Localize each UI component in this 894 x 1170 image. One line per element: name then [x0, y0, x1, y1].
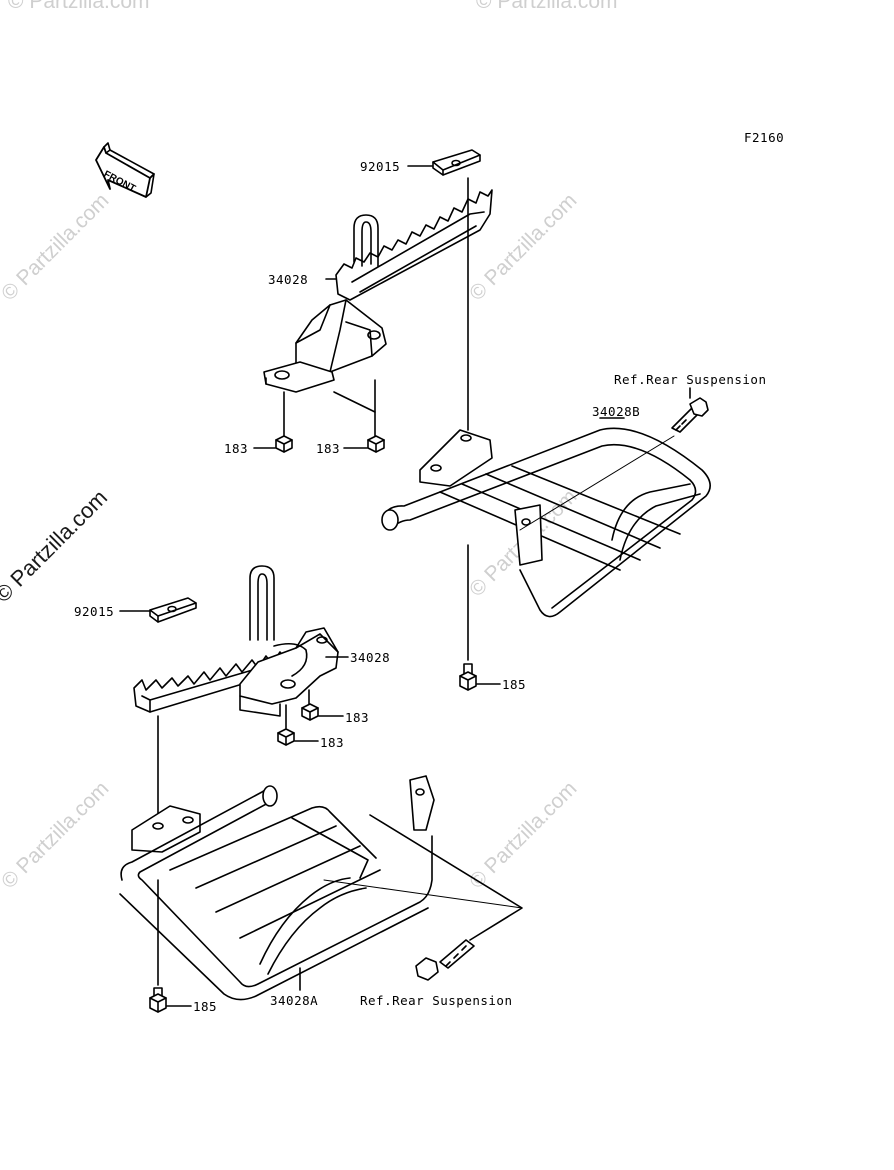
guard-left	[119, 775, 435, 1001]
callout-guard-right: 34028B	[592, 404, 641, 419]
callout-nut-left-b: 183	[320, 735, 345, 750]
figure-code: F2160	[744, 130, 785, 145]
watermark-top-right: © Partzilla.com	[476, 0, 618, 13]
callout-footpeg-left-cover: 92015	[74, 604, 115, 619]
nut-right-a	[275, 435, 293, 453]
callout-ref-rear-suspension-top: Ref.Rear Suspension	[614, 372, 767, 387]
footpeg-right	[263, 189, 493, 393]
front-arrow-icon: FRONT	[95, 142, 155, 198]
callout-guard-left: 34028A	[270, 993, 319, 1008]
callout-ref-rear-suspension-bottom: Ref.Rear Suspension	[360, 993, 513, 1008]
nut-right-b	[367, 435, 385, 453]
callout-bolt-left: 185	[193, 999, 218, 1014]
nut-left-a	[301, 703, 319, 721]
callout-footpeg-right: 34028	[268, 272, 309, 287]
footpeg-right-cover	[432, 149, 481, 176]
callout-nut-left-a: 183	[345, 710, 370, 725]
nut-left-b	[277, 728, 295, 746]
footpeg-left-cover	[149, 597, 197, 623]
bolt-left	[149, 987, 167, 1013]
callout-footpeg-right-cover: 92015	[360, 159, 401, 174]
bolt-right-top	[671, 397, 709, 433]
callout-nut-right-b: 183	[316, 441, 341, 456]
bolt-left-bottom	[415, 939, 475, 981]
watermark-top-left: © Partzilla.com	[8, 0, 150, 13]
footpeg-left	[133, 565, 339, 717]
callout-nut-right-a: 183	[224, 441, 249, 456]
callout-bolt-right: 185	[502, 677, 527, 692]
guard-right	[381, 427, 711, 618]
bolt-right	[459, 663, 477, 691]
callout-footpeg-left: 34028	[350, 650, 391, 665]
